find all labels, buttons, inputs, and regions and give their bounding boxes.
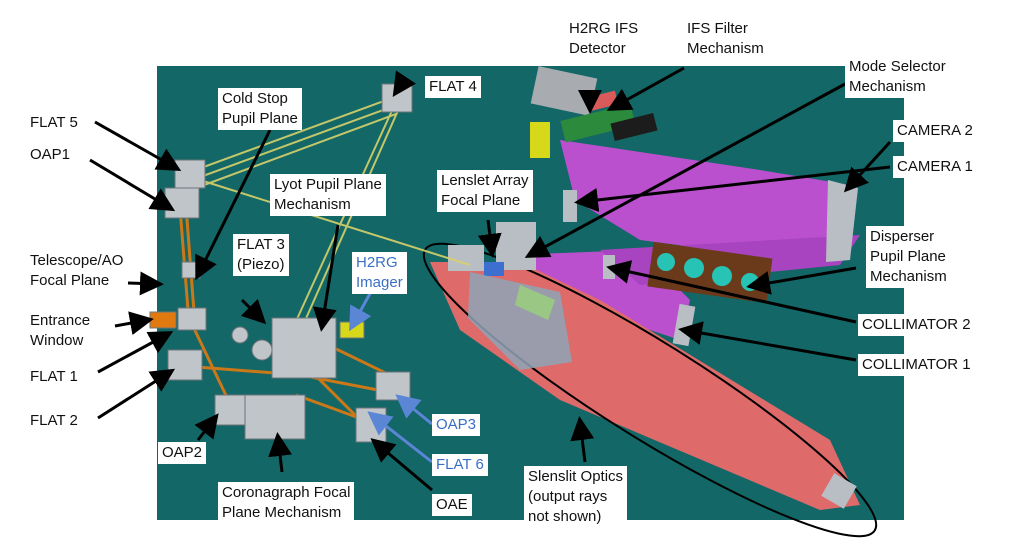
label-flat2: FLAT 2: [26, 410, 82, 432]
label-oap1: OAP1: [26, 144, 75, 166]
oap2-mount: [214, 394, 246, 426]
label-collimator2: COLLIMATOR 2: [858, 314, 975, 336]
label-camera1: CAMERA 1: [893, 156, 977, 178]
label-flat6: FLAT 6: [432, 454, 488, 476]
label-collimator1: COLLIMATOR 1: [858, 354, 975, 376]
camera1-block: [563, 190, 577, 222]
camera-block: [826, 180, 858, 262]
label-flat3: FLAT 3(Piezo): [233, 234, 289, 276]
beams-yellow: [189, 97, 471, 333]
label-camera2: CAMERA 2: [893, 120, 977, 142]
label-oap3: OAP3: [432, 414, 481, 436]
label-flat4: FLAT 4: [425, 76, 481, 98]
slenslit-outline: [422, 242, 878, 538]
label-flat1: FLAT 1: [26, 366, 82, 388]
label-flat5: FLAT 5: [26, 112, 82, 134]
coronagraph-mount: [244, 394, 306, 440]
flat1-mount: [177, 307, 207, 331]
label-oap2: OAP2: [158, 442, 207, 464]
label-oae: OAE: [432, 494, 472, 516]
